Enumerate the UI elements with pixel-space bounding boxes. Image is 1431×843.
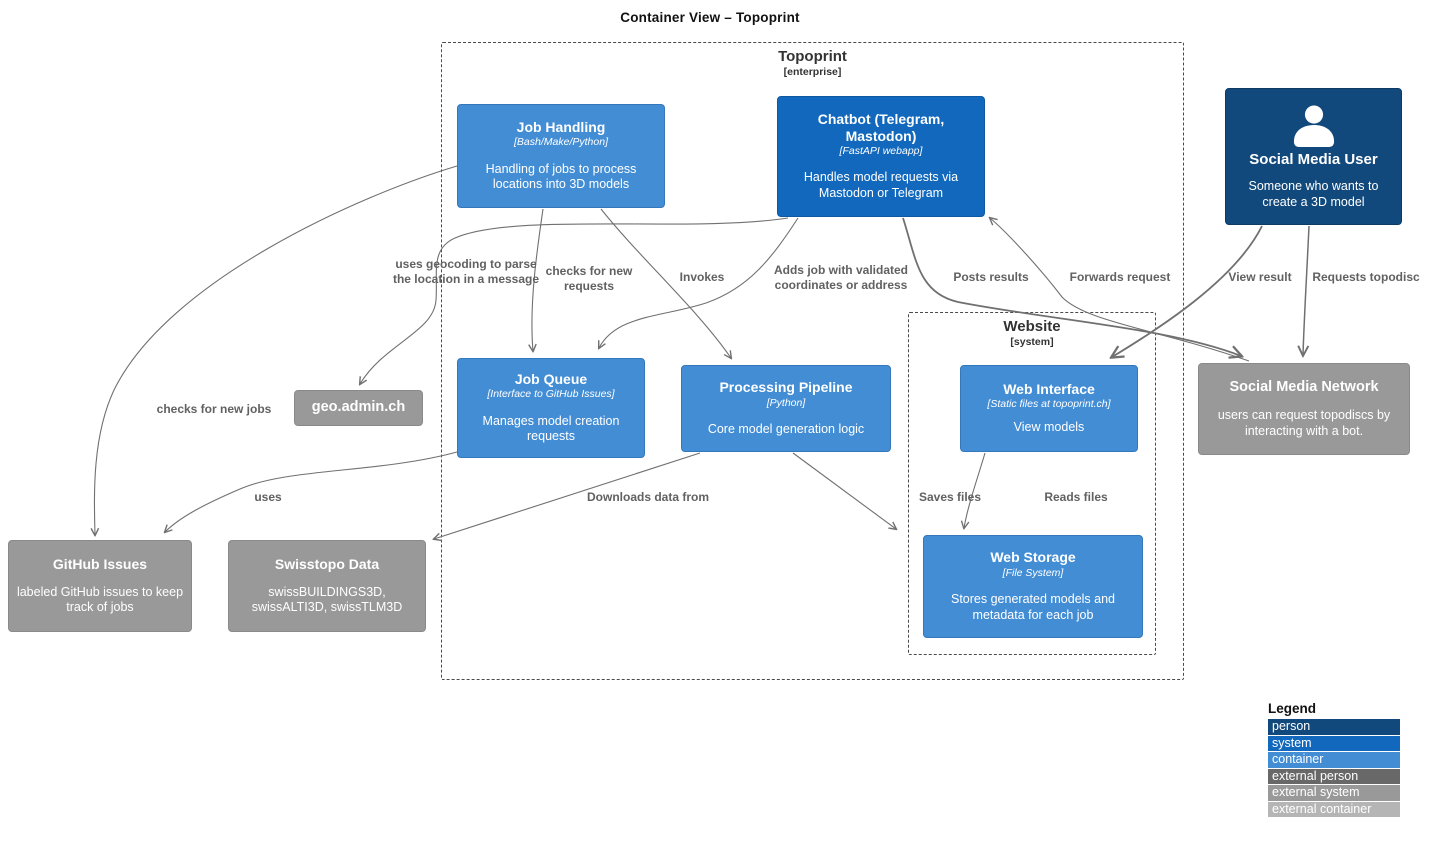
node-title: Chatbot (Telegram, Mastodon) (817, 111, 945, 144)
edge-label-requests-topodisc: Requests topodisc (1312, 270, 1420, 284)
node-swisstopo-data: Swisstopo Data swissBUILDINGS3D, swissAL… (228, 540, 426, 632)
boundary-website: Website [system] (908, 312, 1156, 655)
boundary-topoprint: Topoprint [enterprise] (441, 42, 1184, 680)
edge-label-saves-files: Saves files (918, 490, 982, 504)
node-desc: users can request topodiscs by interacti… (1217, 407, 1391, 438)
node-title: Processing Pipeline (719, 379, 853, 396)
arrow-chatbot-to-geoadmin (360, 217, 789, 384)
node-web-interface: Web Interface [Static files at topoprint… (960, 365, 1138, 452)
arrow-smn-to-chatbot (990, 218, 1250, 362)
legend-row-container: container (1268, 752, 1400, 768)
arrow-pipeline-to-webstorage (792, 452, 896, 529)
legend-row-external-container: external container (1268, 801, 1400, 817)
node-desc: View models (1013, 420, 1085, 435)
legend-row-system: system (1268, 735, 1400, 751)
node-desc: Manages model creation requests (482, 413, 620, 444)
edge-label-reads-files: Reads files (1044, 490, 1108, 504)
node-processing-pipeline: Processing Pipeline [Python] Core model … (681, 365, 891, 452)
node-tech: [Python] (766, 396, 806, 409)
node-github-issues: GitHub Issues labeled GitHub issues to k… (8, 540, 192, 632)
node-title: Web Interface (1003, 380, 1095, 397)
node-chatbot: Chatbot (Telegram, Mastodon) [FastAPI we… (777, 96, 985, 217)
edge-label-invokes: Invokes (679, 270, 725, 284)
node-desc: Handles model requests via Mastodon or T… (803, 170, 959, 201)
node-title: Job Queue (514, 370, 588, 387)
arrow-jobhandling-to-github (94, 165, 458, 535)
node-desc: Stores generated models and metadata for… (951, 592, 1115, 622)
boundary-website-name: Website (1003, 318, 1061, 335)
arrow-jobhandling-to-jobqueue (532, 208, 544, 351)
edge-label-adds-job: Adds job with validated coordinates or a… (773, 263, 908, 292)
node-geo-admin-ch: geo.admin.ch (294, 390, 423, 426)
legend-row-external-system: external system (1268, 785, 1400, 801)
node-desc: labeled GitHub issues to keep track of j… (16, 584, 184, 615)
edge-label-checks-jobs: checks for new jobs (156, 402, 272, 416)
node-social-media-network: Social Media Network users can request t… (1198, 363, 1410, 455)
arrow-pipeline-to-swisstopo (434, 452, 701, 539)
node-desc: swissBUILDINGS3D, swissALTI3D, swissTLM3… (251, 584, 403, 615)
node-desc: Core model generation logic (707, 421, 865, 436)
node-social-media-user: Social Media User Someone who wants to c… (1225, 88, 1402, 225)
person-icon (1293, 105, 1334, 148)
arrow-chatbot-to-smn (902, 217, 1241, 356)
edge-label-posts-results: Posts results (953, 270, 1029, 284)
edge-label-checks-requests: checks for new requests (545, 264, 633, 293)
node-tech: [File System] (1002, 566, 1064, 579)
boundary-topoprint-name: Topoprint (778, 48, 847, 65)
node-title: Social Media User (1249, 151, 1378, 169)
node-tech: [Static files at topoprint.ch] (987, 398, 1111, 411)
node-web-storage: Web Storage [File System] Stores generat… (923, 535, 1143, 638)
arrow-chatbot-to-jobqueue (599, 217, 799, 348)
edge-label-downloads: Downloads data from (586, 490, 710, 504)
node-job-handling: Job Handling [Bash/Make/Python] Handling… (457, 104, 665, 208)
edge-label-view-result: View result (1228, 270, 1292, 284)
node-title: GitHub Issues (52, 555, 148, 572)
node-job-queue: Job Queue [Interface to GitHub Issues] M… (457, 358, 645, 458)
diagram-title: Container View – Topoprint (620, 10, 800, 25)
boundary-website-type: [system] (1010, 336, 1054, 348)
edge-label-geocoding: uses geocoding to parse the location in … (392, 257, 540, 286)
legend-row-person: person (1268, 719, 1400, 735)
legend: Legend person system container external … (1268, 701, 1400, 818)
arrow-webinterface-to-webstorage (964, 452, 986, 528)
node-tech: [Interface to GitHub Issues] (487, 388, 615, 401)
arrow-smu-to-webinterface (1112, 225, 1263, 357)
arrow-jobqueue-to-github (165, 451, 458, 532)
arrow-smu-to-smn (1303, 225, 1310, 355)
node-desc: Someone who wants to create a 3D model (1248, 179, 1379, 209)
legend-title: Legend (1268, 701, 1317, 716)
node-desc: Handling of jobs to process locations in… (485, 161, 637, 192)
legend-row-external-person: external person (1268, 768, 1400, 784)
boundary-topoprint-type: [enterprise] (783, 66, 842, 78)
node-title: geo.admin.ch (311, 399, 406, 416)
arrow-jobhandling-to-pipeline (600, 208, 731, 358)
node-title: Social Media Network (1229, 378, 1379, 395)
node-title: Web Storage (990, 549, 1076, 566)
node-title: Job Handling (516, 118, 606, 135)
node-title: Swisstopo Data (274, 555, 380, 572)
edge-label-forwards-request: Forwards request (1069, 270, 1171, 284)
node-tech: [Bash/Make/Python] (514, 136, 608, 149)
edge-label-uses: uses (254, 490, 282, 504)
node-tech: [FastAPI webapp] (839, 145, 923, 158)
